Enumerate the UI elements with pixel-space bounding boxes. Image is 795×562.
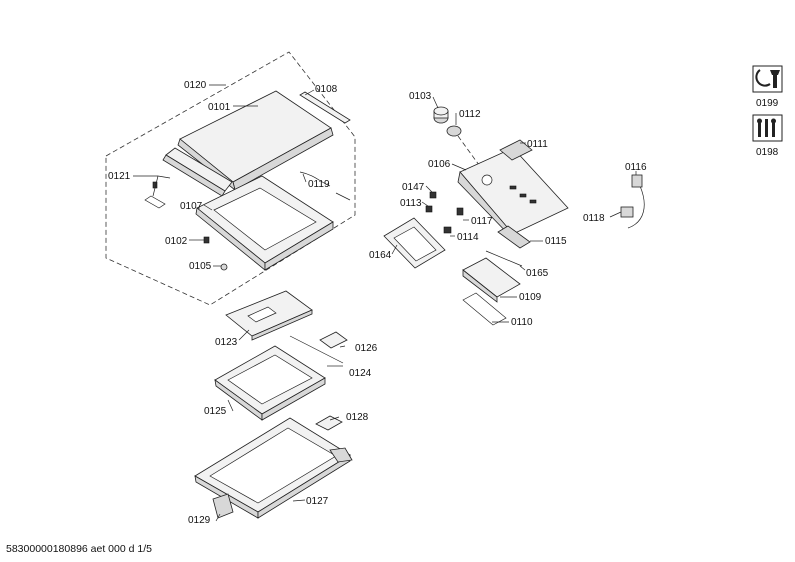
label-0147: 0147: [402, 182, 425, 193]
label-0199: 0199: [756, 98, 779, 109]
part-power-cord: [627, 185, 645, 229]
part-rod: [289, 335, 344, 364]
part-control-panel: [457, 147, 569, 242]
part-contact: [425, 205, 433, 213]
part-plate: [225, 290, 313, 341]
label-0118: 0118: [583, 213, 605, 224]
part-sensor: [319, 331, 348, 349]
label-0106: 0106: [428, 159, 451, 170]
part-electronic-module: [383, 217, 446, 269]
label-0119: 0119: [308, 179, 330, 190]
label-0111: 0111: [527, 139, 548, 150]
part-control-board: [462, 257, 521, 303]
label-0101: 0101: [208, 102, 231, 113]
label-0120: 0120: [184, 80, 207, 91]
label-0116: 0116: [625, 162, 647, 173]
label-0123: 0123: [215, 337, 238, 348]
part-tub: [214, 345, 326, 421]
label-0108: 0108: [315, 84, 338, 95]
part-top-frame: [195, 175, 334, 271]
part-keypad-membrane: [462, 292, 507, 326]
part-cable: [299, 171, 351, 201]
part-hinge: [203, 236, 210, 244]
part-clip: [456, 207, 464, 216]
part-panel-bracket: [499, 139, 533, 161]
label-0124: 0124: [349, 368, 372, 379]
label-0105: 0105: [189, 261, 212, 272]
label-0128: 0128: [346, 412, 369, 423]
leader-lines: [133, 84, 637, 522]
part-ribbon-cable: [485, 250, 523, 267]
label-0109: 0109: [519, 292, 542, 303]
label-0113: 0113: [400, 198, 422, 209]
label-0117: 0117: [471, 216, 493, 227]
document-footer: 58300000180896 aet 000 d 1/5: [6, 543, 152, 555]
label-0114: 0114: [457, 232, 479, 243]
part-knob: [433, 106, 449, 124]
label-0107: 0107: [180, 201, 203, 212]
top-assembly-group-outline: [105, 51, 356, 306]
part-filter: [620, 206, 634, 218]
part-connector: [443, 226, 452, 234]
label-0115: 0115: [545, 236, 567, 247]
label-0198: 0198: [756, 147, 779, 158]
part-trim-strip: [299, 91, 351, 124]
part-bracket: [315, 415, 343, 431]
part-led-strip: [497, 225, 531, 249]
label-0112: 0112: [459, 109, 481, 120]
part-switch: [429, 191, 437, 199]
label-0165: 0165: [526, 268, 549, 279]
label-0127: 0127: [306, 496, 329, 507]
part-knob-ring: [446, 125, 462, 137]
label-0121: 0121: [108, 171, 131, 182]
label-0103: 0103: [409, 91, 432, 102]
label-0110: 0110: [511, 317, 533, 328]
part-latch: [212, 493, 234, 519]
wrench-icon: [752, 65, 783, 93]
tools-icon: [752, 114, 783, 142]
label-0129: 0129: [188, 515, 211, 526]
part-plug: [631, 174, 643, 188]
part-screw: [220, 263, 228, 271]
part-number-labels: 0120 0101 0108 0121 0119 0107 0102 0105 …: [108, 80, 647, 526]
label-0125: 0125: [204, 406, 227, 417]
label-0164: 0164: [369, 250, 392, 261]
label-0102: 0102: [165, 236, 188, 247]
label-0126: 0126: [355, 343, 378, 354]
